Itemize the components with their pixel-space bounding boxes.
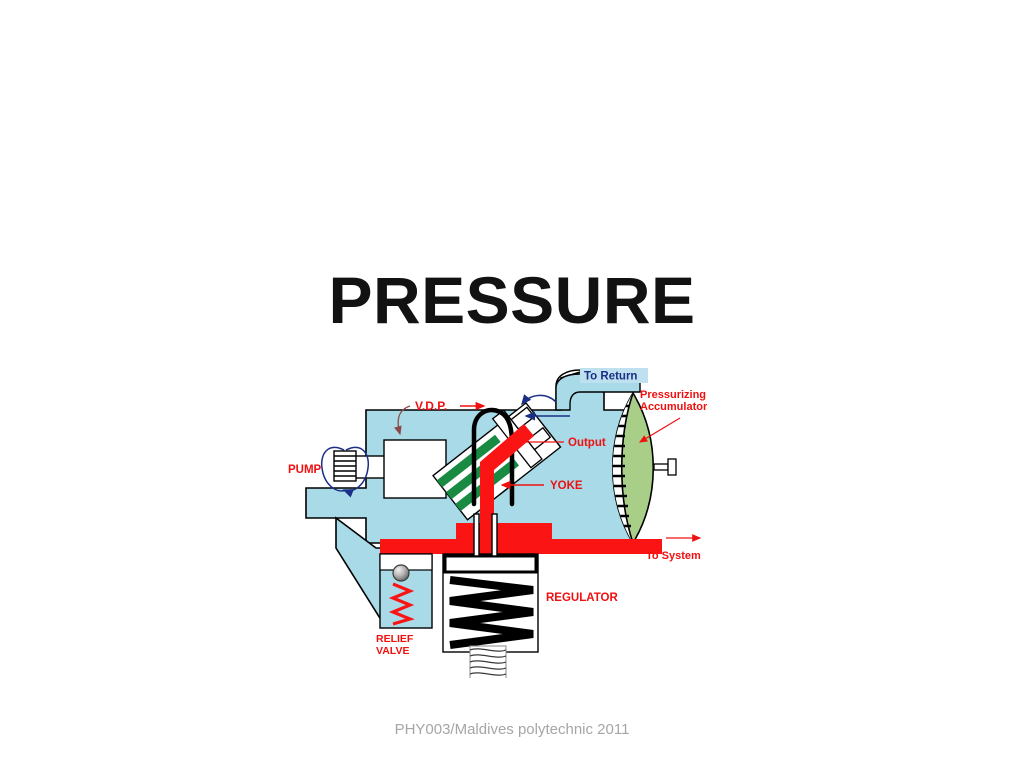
return-flow-arrows bbox=[521, 394, 570, 421]
cylinder-block bbox=[383, 439, 447, 499]
accumulator-charge-valve bbox=[653, 458, 677, 476]
regulator-label: REGULATOR bbox=[546, 592, 618, 604]
accumulator-callout: Pressurizing Accumulator bbox=[638, 389, 708, 443]
to-system-label: To System bbox=[646, 550, 701, 562]
yoke-callout: YOKE bbox=[500, 480, 583, 492]
slide-footer: PHY003/Maldives polytechnic 2011 bbox=[394, 721, 630, 738]
output-callout: Output bbox=[526, 437, 606, 449]
accumulator-label-line2: Accumulator bbox=[640, 401, 708, 413]
regulator-assembly bbox=[442, 513, 539, 678]
relief-valve-ball bbox=[392, 564, 410, 582]
pump-assembly bbox=[320, 446, 395, 498]
relief-valve-assembly bbox=[379, 553, 433, 629]
page-title: PRESSURE bbox=[328, 263, 696, 337]
hydraulic-system-diagram: To Return PUMP bbox=[288, 358, 728, 678]
relief-valve-label-line1: RELIEF bbox=[376, 633, 414, 645]
regulator-adjust-screw bbox=[469, 645, 507, 678]
relief-valve-label-line2: VALVE bbox=[376, 645, 409, 657]
diagram-canvas: To Return PUMP bbox=[288, 368, 708, 678]
yoke-label: YOKE bbox=[550, 480, 583, 492]
to-return-label-text: To Return bbox=[584, 371, 637, 383]
pump-label: PUMP bbox=[288, 464, 322, 476]
accumulator-label-line1: Pressurizing bbox=[640, 389, 706, 401]
vdp-label: V.D.P. bbox=[415, 399, 447, 413]
to-return-label: To Return bbox=[580, 368, 648, 383]
pressure-manifold bbox=[380, 523, 662, 571]
vdp-callout: V.D.P. bbox=[394, 399, 486, 436]
output-label: Output bbox=[568, 437, 606, 449]
relief-valve-spring bbox=[388, 582, 415, 626]
to-system-callout: To System bbox=[646, 534, 702, 562]
regulator-spring bbox=[449, 576, 534, 649]
output-tube bbox=[480, 424, 534, 533]
pump-hatch-lines bbox=[334, 455, 356, 477]
